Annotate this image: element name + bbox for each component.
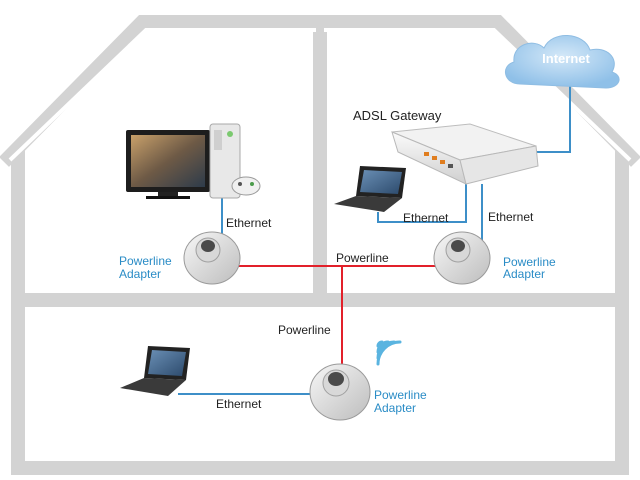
house-roof-inner [8, 28, 632, 162]
powerline-adapter-icon [183, 231, 241, 285]
internet-label: Internet [542, 51, 590, 66]
powerline-label-vertical: Powerline [278, 323, 331, 337]
adapter-bottom-label-line1: Powerline [374, 388, 427, 402]
ethernet-link-internet [528, 82, 571, 153]
gamepad-icon [231, 176, 261, 196]
ethernet-link-laptop-right [377, 184, 467, 223]
gateway-label: ADSL Gateway [353, 108, 442, 123]
ethernet-label-gateway: Ethernet [488, 210, 534, 224]
router-icon [391, 123, 539, 185]
ethernet-label-laptop-right: Ethernet [403, 211, 449, 225]
ethernet-label-console: Ethernet [226, 216, 272, 230]
powerline-links [238, 265, 440, 366]
powerline-adapter-icon [309, 363, 371, 421]
adapter-left-label-line1: Powerline [119, 254, 172, 268]
adapter-right-label-line2: Adapter [503, 267, 545, 281]
cloud-icon [505, 35, 620, 89]
adapter-left-label-line2: Adapter [119, 267, 161, 281]
tv-icon [126, 130, 210, 199]
console-icon [209, 123, 241, 199]
ethernet-label-laptop-bottom: Ethernet [216, 397, 262, 411]
adapter-right-label-line1: Powerline [503, 255, 556, 269]
wifi-icon [376, 340, 402, 366]
ethernet-links [178, 82, 571, 395]
powerline-adapter-icon [433, 231, 491, 285]
adapter-bottom-label-line2: Adapter [374, 401, 416, 415]
laptop-icon [120, 346, 190, 396]
laptop-icon [334, 166, 406, 212]
powerline-label-horizontal: Powerline [336, 251, 389, 265]
